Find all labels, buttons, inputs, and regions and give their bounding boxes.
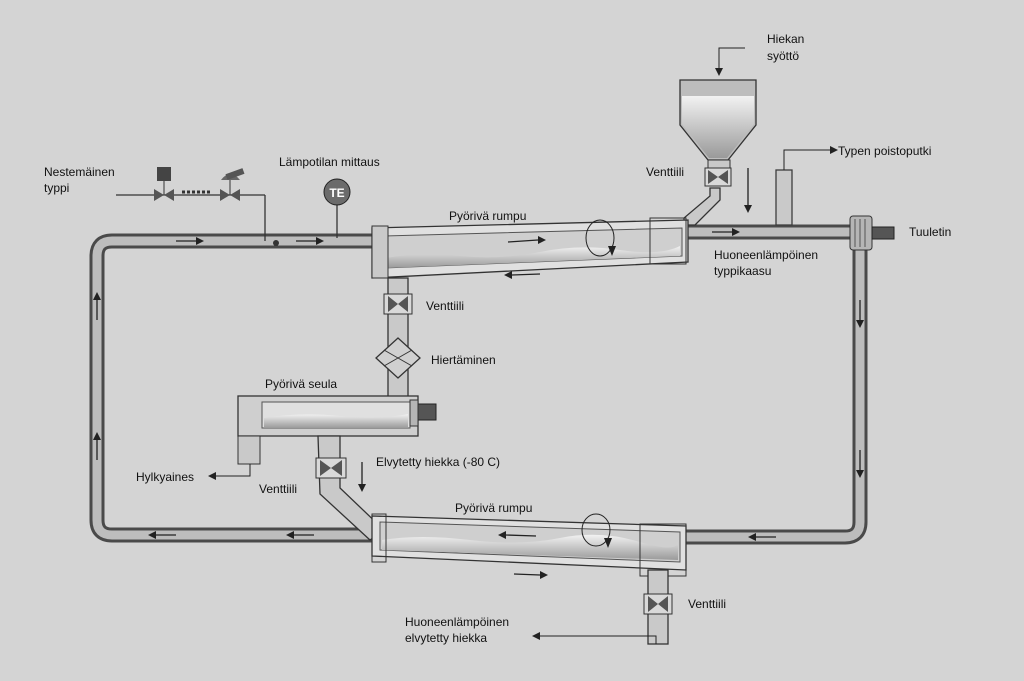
label-fan: Tuuletin bbox=[909, 225, 951, 239]
bottom-outlet bbox=[532, 569, 673, 645]
liquid-nitrogen-feed bbox=[116, 167, 279, 246]
flow-arrows bbox=[93, 228, 864, 579]
label-liquid-nitrogen-1: Nestemäinen bbox=[44, 165, 115, 179]
sensor-tag: TE bbox=[329, 186, 344, 200]
lower-chute bbox=[315, 435, 386, 541]
fan-icon bbox=[849, 215, 895, 251]
labels: Hiekan syöttö Nestemäinen typpi Lämpotil… bbox=[44, 32, 951, 645]
label-rotary-drum-top: Pyörivä rumpu bbox=[449, 209, 526, 223]
label-room-temp-nitrogen-1: Huoneenlämpöinen bbox=[714, 248, 818, 262]
label-valve-left: Venttiili bbox=[259, 482, 297, 496]
label-valve-top: Venttiili bbox=[646, 165, 684, 179]
label-reclaimed-sand-cold: Elvytetty hiekka (-80 C) bbox=[376, 455, 500, 469]
rotary-drum-top bbox=[371, 217, 689, 279]
label-valve-mid: Venttiili bbox=[426, 299, 464, 313]
exhaust-stub bbox=[775, 169, 793, 226]
grinder-icon bbox=[375, 337, 421, 379]
rotary-drum-bottom bbox=[371, 513, 687, 577]
label-reject: Hylkyaines bbox=[136, 470, 194, 484]
label-grinding: Hiertäminen bbox=[431, 353, 496, 367]
label-room-temp-sand-2: elvytetty hiekka bbox=[405, 631, 487, 645]
label-sand-feed-2: syöttö bbox=[767, 49, 799, 63]
label-liquid-nitrogen-2: typpi bbox=[44, 181, 69, 195]
solenoid-actuator bbox=[157, 167, 171, 181]
valve-top-icon bbox=[704, 167, 732, 187]
label-valve-bottom: Venttiili bbox=[688, 597, 726, 611]
label-nitrogen-exhaust: Typen poistoputki bbox=[838, 144, 931, 158]
label-sand-feed-1: Hiekan bbox=[767, 32, 804, 46]
label-room-temp-sand-1: Huoneenlämpöinen bbox=[405, 615, 509, 629]
label-rotary-screen: Pyörivä seula bbox=[265, 377, 337, 391]
rotary-screen bbox=[208, 395, 437, 480]
label-room-temp-nitrogen-2: typpikaasu bbox=[714, 264, 771, 278]
temperature-sensor: TE bbox=[323, 178, 351, 238]
nitrogen-loop-pipe bbox=[89, 146, 868, 545]
vertical-transfer-pipe bbox=[383, 277, 413, 409]
sand-hopper bbox=[679, 47, 757, 226]
label-rotary-drum-bottom: Pyörivä rumpu bbox=[455, 501, 532, 515]
label-temp-measurement: Lämpotilan mittaus bbox=[279, 155, 380, 169]
